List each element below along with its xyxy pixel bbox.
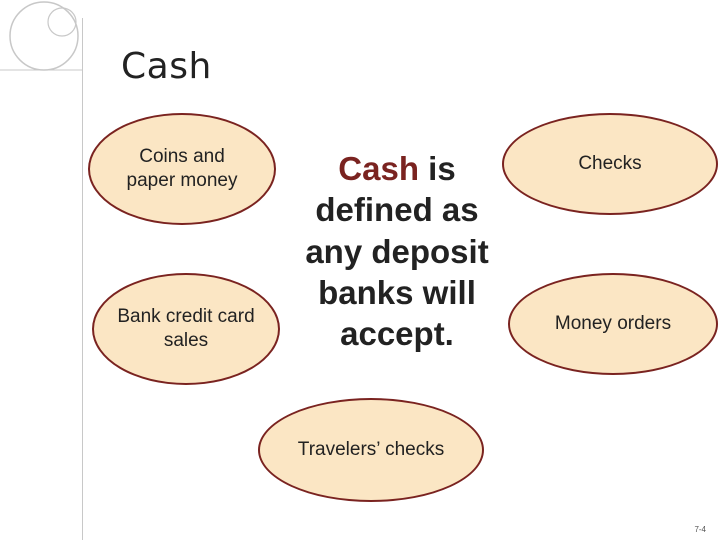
oval-money-orders: Money orders xyxy=(508,273,718,375)
center-accent-word: Cash xyxy=(338,150,419,187)
oval-bank-credit-card-sales: Bank credit card sales xyxy=(92,273,280,385)
oval-label: Travelers’ checks xyxy=(297,439,445,461)
oval-label: Bank credit card sales xyxy=(117,306,255,351)
page-number: 7-4 xyxy=(694,525,706,534)
oval-travelers-checks: Travelers’ checks xyxy=(258,398,484,502)
slide-frame xyxy=(82,18,717,540)
oval-label: Money orders xyxy=(554,313,672,335)
center-definition: Cash is defined as any deposit banks wil… xyxy=(288,148,506,354)
oval-checks: Checks xyxy=(502,113,718,215)
oval-coins-and-paper-money: Coins and paper money xyxy=(88,113,276,225)
oval-label: Coins and paper money xyxy=(126,146,238,191)
oval-label: Checks xyxy=(578,153,642,175)
center-rest-text: is defined as any deposit banks will acc… xyxy=(305,150,489,352)
corner-decoration-icon xyxy=(0,1,82,71)
slide-title: Cash xyxy=(121,46,212,87)
